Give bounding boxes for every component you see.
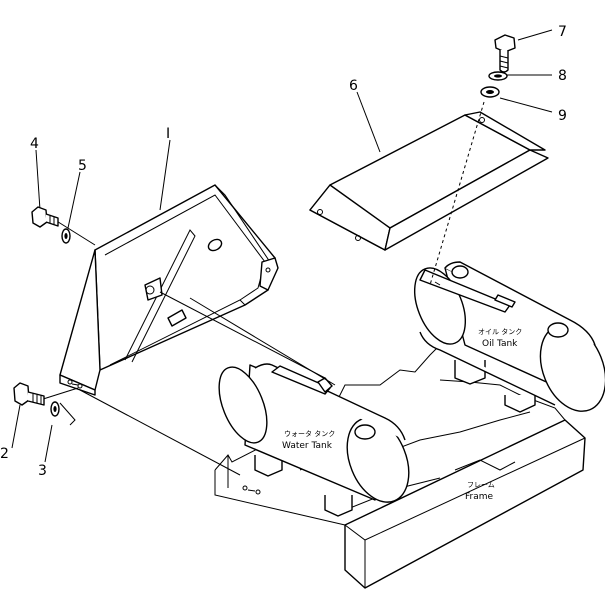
oil-tank-label-en: Oil Tank [482,339,518,349]
water-tank-label-jp: ウォータ タンク [284,429,335,438]
oil-tank [413,261,605,412]
callout-1: I [166,126,170,142]
callout-4: 4 [30,136,39,152]
callout-9: 9 [558,108,567,124]
bolt-7 [494,34,516,73]
frame-label-jp: フレーム [467,481,495,489]
callout-5: 5 [78,158,87,174]
callout-8: 8 [558,68,567,84]
bolt-2 [13,382,45,406]
washer-3 [50,401,60,417]
washer-5 [61,228,71,244]
frame-label-en: Frame [465,492,494,502]
callout-2: 2 [0,446,9,462]
top-cover-part-6 [309,111,549,251]
front-cover-part-1 [59,184,279,396]
frame [214,344,586,589]
callout-3: 3 [38,463,47,479]
lock-washer-8 [488,71,508,81]
oil-tank-label-jp: オイル タンク [478,327,522,336]
leader-lines [11,29,553,476]
water-tank [218,363,410,503]
washer-9 [480,86,500,98]
callout-7: 7 [558,24,567,40]
callout-6: 6 [349,78,358,94]
bolt-4 [31,206,59,228]
water-tank-label-en: Water Tank [282,441,333,451]
